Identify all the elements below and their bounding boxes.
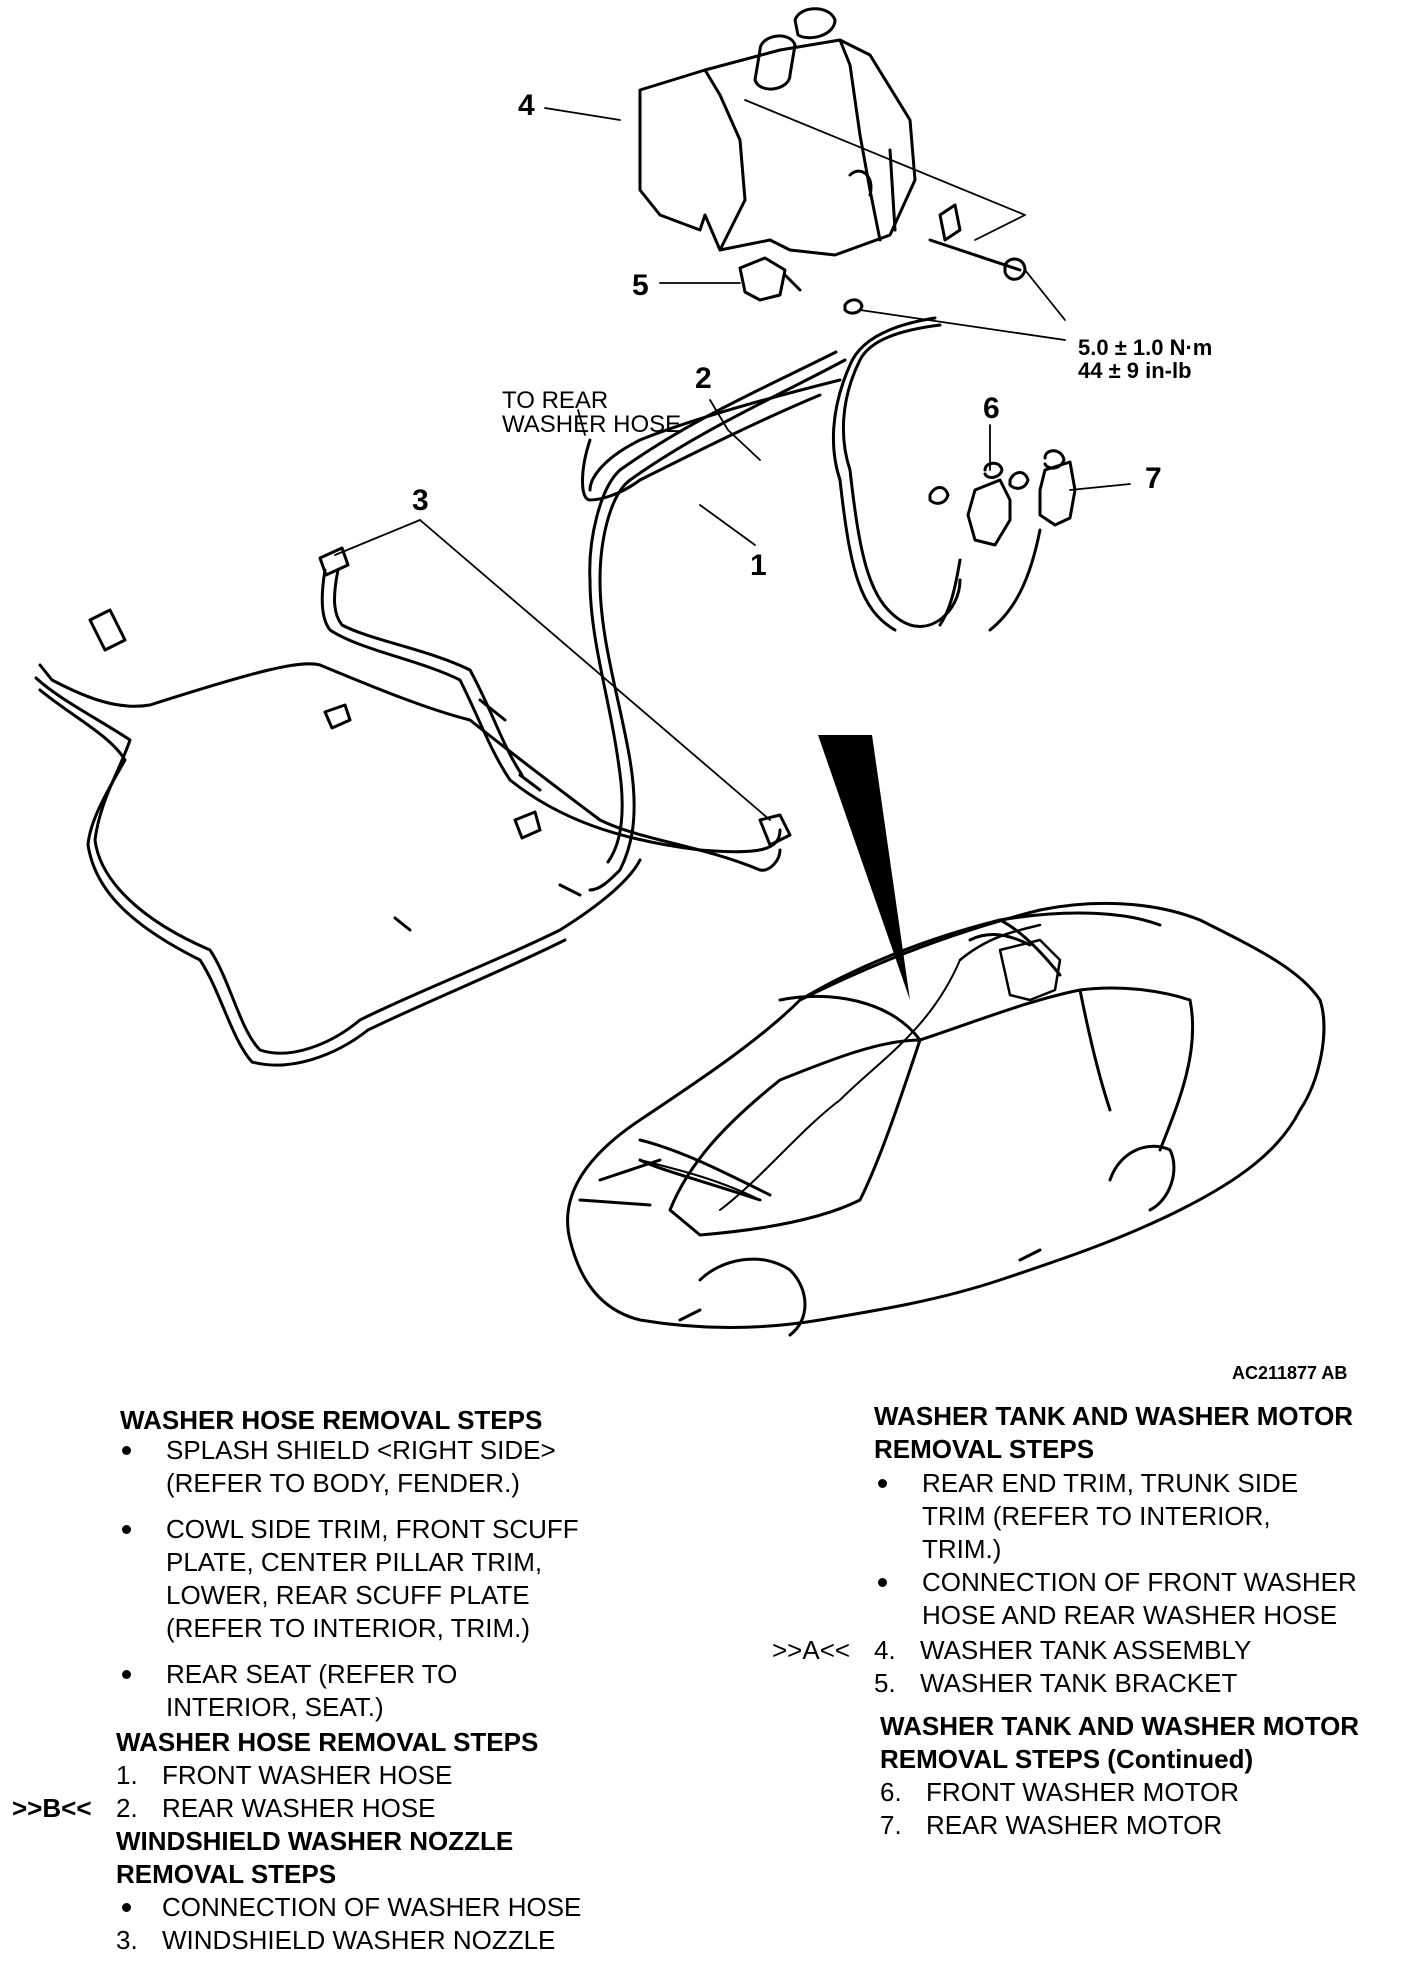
windshield-washer-hose-loop: [34, 568, 782, 1067]
step-front-washer-hose: FRONT WASHER HOSE: [162, 1760, 453, 1790]
step-splash-shield-l2: (REFER TO BODY, FENDER.): [166, 1468, 520, 1498]
step-rear-washer-motor: REAR WASHER MOTOR: [926, 1810, 1223, 1840]
heading-washer-hose-removal: WASHER HOSE REMOVAL STEPS: [120, 1405, 543, 1435]
bullet: [122, 1446, 131, 1455]
bullet: [122, 1525, 131, 1534]
windshield-washer-nozzles: [88, 546, 792, 847]
heading-washer-hose-removal-2: WASHER HOSE REMOVAL STEPS: [116, 1727, 539, 1757]
step-washer-tank-bracket: WASHER TANK BRACKET: [920, 1668, 1238, 1698]
vehicle-outline: [566, 901, 1326, 1337]
step-splash-shield-l1: SPLASH SHIELD <RIGHT SIDE>: [166, 1435, 556, 1465]
washer-system-diagram: 4 5 2 6 7 3 1 5.0 ± 1.0 N·m 44 ± 9 in-lb…: [34, 7, 1347, 1380]
callout-3: 3: [412, 484, 429, 517]
torque-spec-imperial: 44 ± 9 in-lb: [1078, 358, 1192, 383]
rear-hose-note-line1: TO REAR: [502, 387, 608, 414]
figure-id: AC211877 AB: [1232, 1363, 1347, 1380]
washer-hoses: [581, 316, 962, 892]
bullet: [878, 1578, 887, 1587]
step-rear-seat-l1: REAR SEAT (REFER TO: [166, 1659, 458, 1689]
step-number-5: 5.: [874, 1668, 896, 1698]
step-washer-tank-assembly: WASHER TANK ASSEMBLY: [920, 1635, 1252, 1665]
step-cowl-trim-l4: (REFER TO INTERIOR, TRIM.): [166, 1613, 531, 1643]
callout-1: 1: [750, 549, 767, 582]
step-connection-front-rear-l2: HOSE AND REAR WASHER HOSE: [922, 1600, 1338, 1630]
reference-mark-a: >>A<<: [772, 1635, 851, 1665]
bullet: [878, 1479, 887, 1488]
step-connection-washer-hose: CONNECTION OF WASHER HOSE: [162, 1892, 582, 1922]
step-windshield-washer-nozzle: WINDSHIELD WASHER NOZZLE: [162, 1925, 556, 1955]
step-rear-end-trim-l3: TRIM.): [922, 1534, 1002, 1564]
bullet: [122, 1670, 131, 1679]
step-number-3: 3.: [116, 1925, 138, 1955]
step-number-7: 7.: [880, 1810, 902, 1840]
heading-nozzle-removal-l2: REMOVAL STEPS: [116, 1859, 337, 1889]
step-connection-front-rear-l1: CONNECTION OF FRONT WASHER: [922, 1567, 1357, 1597]
step-rear-washer-hose: REAR WASHER HOSE: [162, 1793, 436, 1823]
bullet: [122, 1903, 131, 1912]
callout-6: 6: [983, 392, 1000, 425]
step-number-1: 1.: [116, 1760, 138, 1790]
heading-tank-motor-continued-l1: WASHER TANK AND WASHER MOTOR: [880, 1711, 1360, 1741]
washer-tank-assembly: [638, 7, 917, 257]
rear-hose-note-line2: WASHER HOSE: [502, 411, 681, 438]
callout-5: 5: [632, 269, 649, 302]
callout-4: 4: [518, 89, 535, 122]
step-rear-end-trim-l1: REAR END TRIM, TRUNK SIDE: [922, 1468, 1299, 1498]
heading-nozzle-removal-l1: WINDSHIELD WASHER NOZZLE: [116, 1826, 514, 1856]
step-front-washer-motor: FRONT WASHER MOTOR: [926, 1777, 1239, 1807]
heading-tank-motor-continued-l2: REMOVAL STEPS (Continued): [880, 1744, 1254, 1774]
heading-tank-motor-removal-l1: WASHER TANK AND WASHER MOTOR: [874, 1401, 1354, 1431]
step-rear-seat-l2: INTERIOR, SEAT.): [166, 1692, 384, 1722]
step-cowl-trim-l2: PLATE, CENTER PILLAR TRIM,: [166, 1547, 543, 1577]
callout-7: 7: [1145, 462, 1162, 495]
torque-spec-metric: 5.0 ± 1.0 N·m: [1078, 335, 1212, 360]
reference-mark-b: >>B<<: [12, 1793, 92, 1823]
washer-motors: [928, 449, 1077, 632]
heading-tank-motor-removal-l2: REMOVAL STEPS: [874, 1434, 1095, 1464]
step-number-4: 4.: [874, 1635, 896, 1665]
step-cowl-trim-l1: COWL SIDE TRIM, FRONT SCUFF: [166, 1514, 579, 1544]
step-number-6: 6.: [880, 1777, 902, 1807]
step-cowl-trim-l3: LOWER, REAR SCUFF PLATE: [166, 1580, 530, 1610]
step-rear-end-trim-l2: TRIM (REFER TO INTERIOR,: [922, 1501, 1271, 1531]
washer-tank-bracket: [738, 203, 1027, 315]
step-number-2: 2.: [116, 1793, 138, 1823]
callout-2: 2: [695, 362, 712, 395]
